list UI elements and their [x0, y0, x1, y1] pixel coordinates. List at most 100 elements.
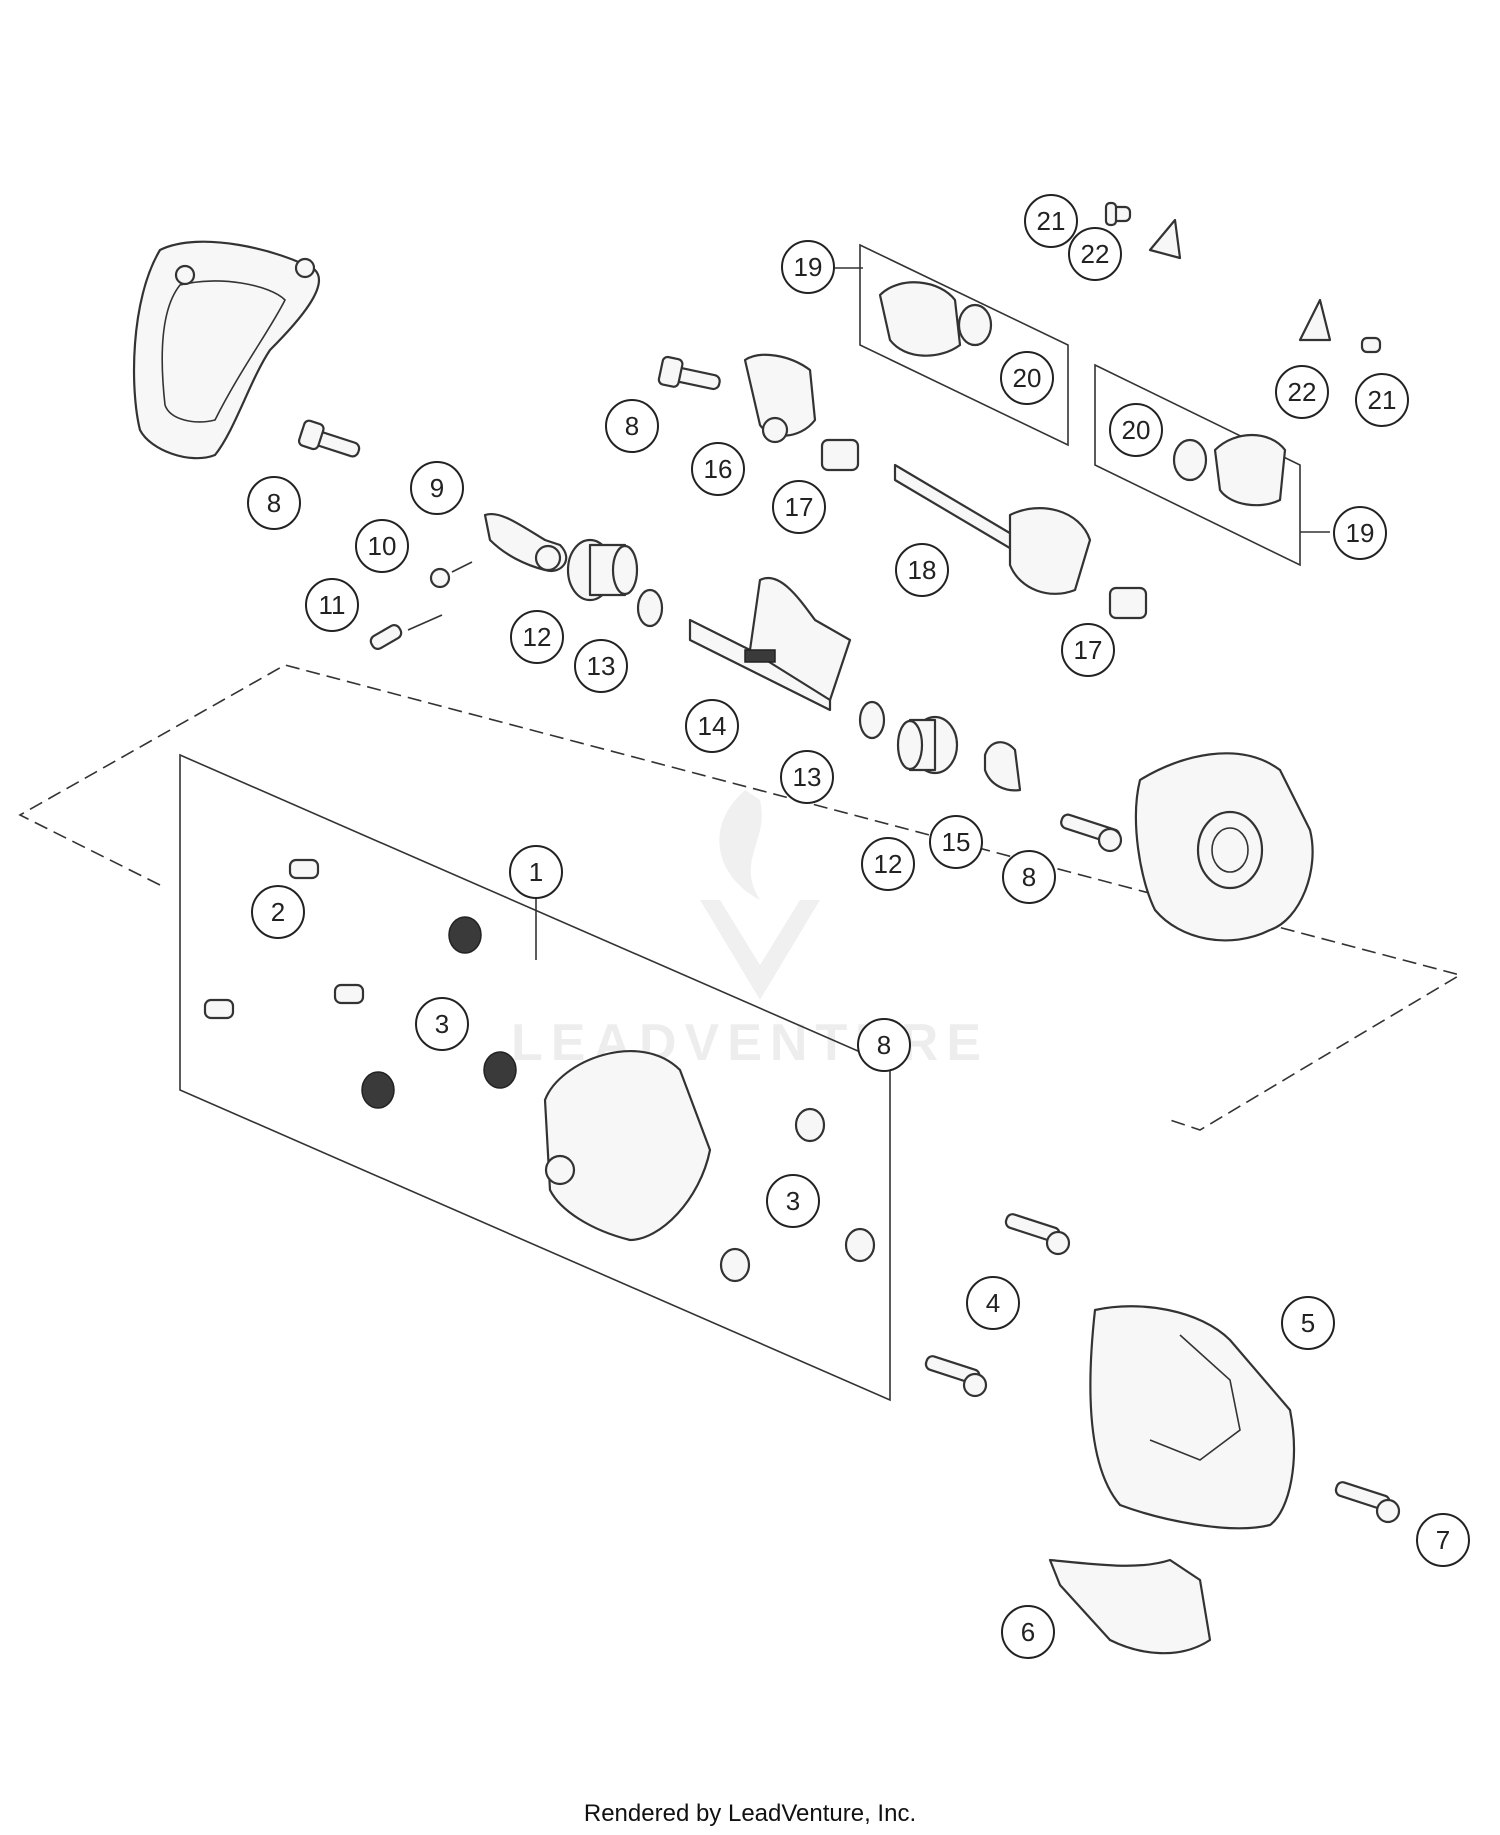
ring-13-left — [636, 588, 664, 628]
ring-13-right — [858, 700, 886, 740]
callout-22: 22 — [1068, 227, 1122, 281]
callout-circle — [1109, 403, 1163, 457]
kit-frame-1 — [179, 753, 891, 1402]
cover-5 — [1089, 1305, 1296, 1530]
callout-circle — [509, 845, 563, 899]
guard-6 — [1048, 1558, 1212, 1655]
callout-number: 9 — [430, 473, 444, 503]
callout-circle — [895, 543, 949, 597]
callout-number: 21 — [1368, 385, 1397, 415]
locking-tab-22-upper — [1148, 218, 1182, 260]
callout-20: 20 — [1000, 351, 1054, 405]
callout-circle — [1000, 351, 1054, 405]
kit-frame-19-lower — [1094, 363, 1301, 567]
bolt-4-lower — [924, 1355, 988, 1398]
callout-number: 15 — [942, 827, 971, 857]
callout-number: 10 — [368, 531, 397, 561]
callout-number: 17 — [785, 492, 814, 522]
callout-number: 19 — [794, 252, 823, 282]
bushing-12-right — [896, 715, 959, 775]
callout-circle — [410, 461, 464, 515]
callout-15: 15 — [929, 815, 983, 869]
callout-circle — [1068, 227, 1122, 281]
callout-number: 8 — [267, 488, 281, 518]
callout-number: 19 — [1346, 518, 1375, 548]
kit-1-contents — [203, 858, 876, 1283]
callout-circle — [574, 639, 628, 693]
callout-20: 20 — [1109, 403, 1163, 457]
bolt-21-upper — [1104, 201, 1132, 227]
callout-number: 12 — [523, 622, 552, 652]
spring-10 — [429, 567, 451, 589]
kit-frame-19-upper — [859, 243, 1069, 447]
bolt-8-left — [297, 419, 361, 458]
callout-number: 13 — [587, 651, 616, 681]
callout-6: 6 — [1001, 1605, 1055, 1659]
callout-8: 8 — [1002, 850, 1056, 904]
callout-circle — [781, 240, 835, 294]
callout-21: 21 — [1024, 194, 1078, 248]
callout-number: 5 — [1301, 1308, 1315, 1338]
shift-shaft-14 — [688, 577, 852, 712]
callout-17: 17 — [772, 480, 826, 534]
callout-number: 22 — [1288, 377, 1317, 407]
callout-number: 7 — [1436, 1525, 1450, 1555]
callout-19: 19 — [781, 240, 835, 294]
callout-number: 3 — [435, 1009, 449, 1039]
callout-3: 3 — [415, 997, 469, 1051]
callout-circle — [355, 519, 409, 573]
callout-circle — [1061, 623, 1115, 677]
callout-number: 17 — [1074, 635, 1103, 665]
shift-shaft-18 — [893, 463, 1092, 595]
callout-2: 2 — [251, 885, 305, 939]
callout-10: 10 — [355, 519, 409, 573]
callout-11: 11 — [305, 578, 359, 632]
callout-18: 18 — [895, 543, 949, 597]
callout-12: 12 — [861, 837, 915, 891]
gasket-cover — [132, 240, 321, 460]
callout-number: 4 — [986, 1288, 1000, 1318]
shift-drum-segment-lower — [1172, 433, 1287, 507]
leader-line — [407, 614, 443, 631]
callout-circle — [929, 815, 983, 869]
callout-circle — [861, 837, 915, 891]
callout-5: 5 — [1281, 1296, 1335, 1350]
spring-15 — [983, 741, 1022, 792]
callout-1: 1 — [509, 845, 563, 899]
callout-circle — [1281, 1296, 1335, 1350]
callout-number: 8 — [1022, 862, 1036, 892]
callout-circle — [1001, 1605, 1055, 1659]
bolt-21-lower — [1360, 336, 1382, 354]
bushing-17-lower — [1108, 586, 1148, 620]
callout-number: 13 — [793, 762, 822, 792]
callout-circle — [966, 1276, 1020, 1330]
callout-number: 3 — [786, 1186, 800, 1216]
callout-circle — [1002, 850, 1056, 904]
callout-circle — [605, 399, 659, 453]
callout-circle — [766, 1174, 820, 1228]
callout-number: 8 — [625, 411, 639, 441]
callout-number: 20 — [1122, 415, 1151, 445]
callout-number: 2 — [271, 897, 285, 927]
shift-drum-segment-upper — [878, 281, 993, 357]
callout-circle — [1416, 1513, 1470, 1567]
callout-12: 12 — [510, 610, 564, 664]
callout-number: 14 — [698, 711, 727, 741]
callout-circle — [305, 578, 359, 632]
callout-number: 16 — [704, 454, 733, 484]
callout-13: 13 — [574, 639, 628, 693]
bushing-12-left — [566, 538, 639, 602]
bolt-8-top — [657, 355, 721, 391]
callout-number: 1 — [529, 857, 543, 887]
assembly-outline — [18, 664, 1463, 1131]
gearbox-housing — [1134, 752, 1314, 942]
locking-tab-22-lower — [1298, 298, 1332, 342]
callout-circle — [685, 699, 739, 753]
callout-circle — [1333, 506, 1387, 560]
callout-circle — [510, 610, 564, 664]
callout-circle — [1024, 194, 1078, 248]
shift-quadrant-16 — [743, 353, 817, 444]
callout-circle — [691, 442, 745, 496]
callout-16: 16 — [691, 442, 745, 496]
